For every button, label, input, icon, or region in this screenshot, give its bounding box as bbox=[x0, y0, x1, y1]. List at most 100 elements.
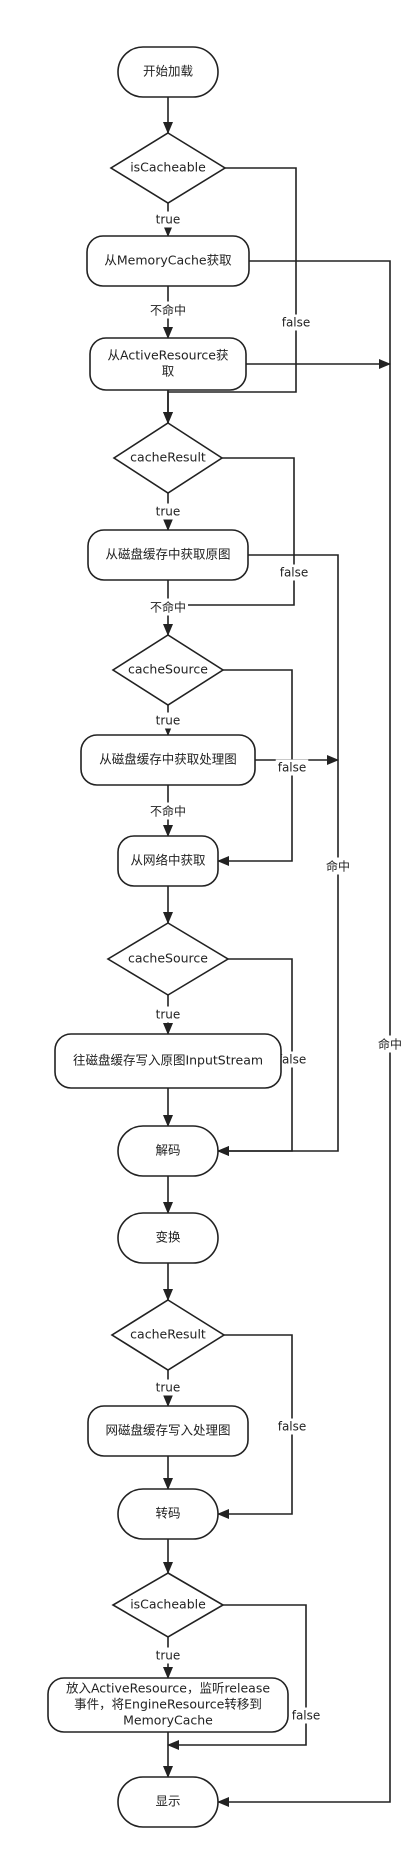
node-display: 显示 bbox=[117, 1776, 219, 1828]
edge-label-text: 不命中 bbox=[150, 600, 186, 615]
process-box bbox=[54, 1033, 282, 1089]
edge-label: true bbox=[153, 503, 183, 520]
node-write_original: 往磁盘缓存写入原图InputStream bbox=[54, 1033, 282, 1089]
edge-label-text: true bbox=[156, 714, 181, 728]
edge-label-text: true bbox=[156, 1649, 181, 1663]
node-write_processed: 网磁盘缓存写入处理图 bbox=[87, 1405, 249, 1457]
edge-label-background bbox=[153, 503, 183, 520]
node-disk_processed: 从磁盘缓存中获取处理图 bbox=[80, 734, 256, 786]
edge-label-text: 命中 bbox=[326, 859, 350, 874]
edge-label-text: false bbox=[282, 316, 311, 330]
node-d_cacheresult2: cacheResult bbox=[110, 1299, 226, 1371]
edge-label-background bbox=[147, 301, 189, 319]
edge-label: true bbox=[153, 1647, 183, 1664]
process-box bbox=[80, 734, 256, 786]
node-label: 从ActiveResource获 bbox=[108, 348, 229, 363]
edge-label: false bbox=[275, 1418, 309, 1435]
node-d_iscacheable2: isCacheable bbox=[111, 1572, 225, 1638]
edge-label-text: 不命中 bbox=[150, 303, 186, 318]
edge-label: 命中 bbox=[375, 1035, 405, 1053]
edge-label-background bbox=[153, 1647, 183, 1664]
process-box bbox=[87, 529, 249, 581]
node-start: 开始加载 bbox=[117, 46, 219, 98]
decision-diamond bbox=[111, 1572, 225, 1638]
edge-label: true bbox=[153, 1006, 183, 1023]
terminal-shape bbox=[117, 1125, 219, 1177]
node-label: 开始加载 bbox=[143, 64, 194, 79]
node-label: 从MemoryCache获取 bbox=[104, 253, 232, 268]
edge-label: true bbox=[153, 712, 183, 729]
node-label: MemoryCache bbox=[123, 1713, 213, 1728]
decision-diamond bbox=[110, 1299, 226, 1371]
node-transform: 变换 bbox=[117, 1212, 219, 1264]
node-label: 解码 bbox=[155, 1143, 180, 1158]
edge-labels-layer: true 不命中 false 命中 true 不命中 false 命中 true 不命中 false… bbox=[147, 211, 405, 1724]
node-d_iscacheable1: isCacheable bbox=[109, 132, 227, 204]
node-label: cacheResult bbox=[130, 1327, 206, 1342]
decision-diamond bbox=[109, 132, 227, 204]
node-label: isCacheable bbox=[130, 1597, 206, 1612]
edge-label-text: true bbox=[156, 505, 181, 519]
process-box bbox=[89, 337, 247, 391]
node-network: 从网络中获取 bbox=[117, 835, 219, 887]
edge-label: 不命中 bbox=[147, 301, 189, 319]
edge-label-background bbox=[275, 1051, 309, 1068]
process-box bbox=[86, 235, 250, 287]
edge-label-text: false bbox=[280, 566, 309, 580]
edge-label: false bbox=[275, 759, 309, 776]
edge-label-text: false bbox=[278, 1420, 307, 1434]
edge-label-background bbox=[375, 1035, 405, 1053]
process-box bbox=[117, 835, 219, 887]
edge-label-text: 命中 bbox=[378, 1037, 402, 1052]
node-label: cacheSource bbox=[128, 662, 208, 677]
edge-label: 命中 bbox=[323, 857, 353, 875]
edge-label-background bbox=[147, 598, 189, 616]
decision-diamond bbox=[111, 634, 225, 706]
node-d_cacheresult1: cacheResult bbox=[112, 422, 224, 494]
process-box bbox=[47, 1677, 289, 1733]
edge-d_iscacheable2-to-display bbox=[167, 1604, 307, 1750]
node-label: 转码 bbox=[155, 1506, 180, 1521]
edge-label-text: true bbox=[156, 1008, 181, 1022]
node-label: 从网络中获取 bbox=[130, 853, 206, 868]
edge-label-text: false bbox=[278, 761, 307, 775]
edge-label: true bbox=[153, 211, 183, 228]
edge-label: false bbox=[279, 314, 313, 331]
node-label: isCacheable bbox=[130, 160, 206, 175]
edge-label: true bbox=[153, 1379, 183, 1396]
edge-label-text: true bbox=[156, 213, 181, 227]
node-decode: 解码 bbox=[117, 1125, 219, 1177]
edge-label-background bbox=[323, 857, 353, 875]
edge-label-background bbox=[289, 1707, 323, 1724]
terminal-shape bbox=[117, 46, 219, 98]
node-label: 显示 bbox=[155, 1794, 180, 1809]
node-label: cacheSource bbox=[128, 951, 208, 966]
node-label: 取 bbox=[162, 364, 175, 379]
edge-label-background bbox=[153, 1379, 183, 1396]
edge-label: 不命中 bbox=[147, 598, 189, 616]
edge-label-background bbox=[153, 211, 183, 228]
nodes-layer: 开始加载isCacheable从MemoryCache获取从ActiveReso… bbox=[47, 46, 289, 1828]
edge-label: false bbox=[289, 1707, 323, 1724]
edge-label: 不命中 bbox=[147, 802, 189, 820]
node-memory: 从MemoryCache获取 bbox=[86, 235, 250, 287]
terminal-shape bbox=[117, 1776, 219, 1828]
edge-label-text: false bbox=[278, 1053, 307, 1067]
terminal-shape bbox=[117, 1488, 219, 1540]
edge-label-text: true bbox=[156, 1381, 181, 1395]
node-label: 放入ActiveResource，监听release bbox=[66, 1681, 270, 1696]
process-box bbox=[87, 1405, 249, 1457]
decision-diamond bbox=[106, 922, 230, 996]
edge-label-background bbox=[277, 564, 311, 581]
edge-label-background bbox=[153, 712, 183, 729]
edge-label-background bbox=[279, 314, 313, 331]
edge-label: false bbox=[277, 564, 311, 581]
node-label: 从磁盘缓存中获取处理图 bbox=[99, 752, 237, 767]
edge-memory-to-display bbox=[217, 260, 391, 1807]
node-put_active: 放入ActiveResource，监听release事件，将EngineReso… bbox=[47, 1677, 289, 1733]
node-transcode: 转码 bbox=[117, 1488, 219, 1540]
edge-label-text: false bbox=[292, 1709, 321, 1723]
edge-label: false bbox=[275, 1051, 309, 1068]
